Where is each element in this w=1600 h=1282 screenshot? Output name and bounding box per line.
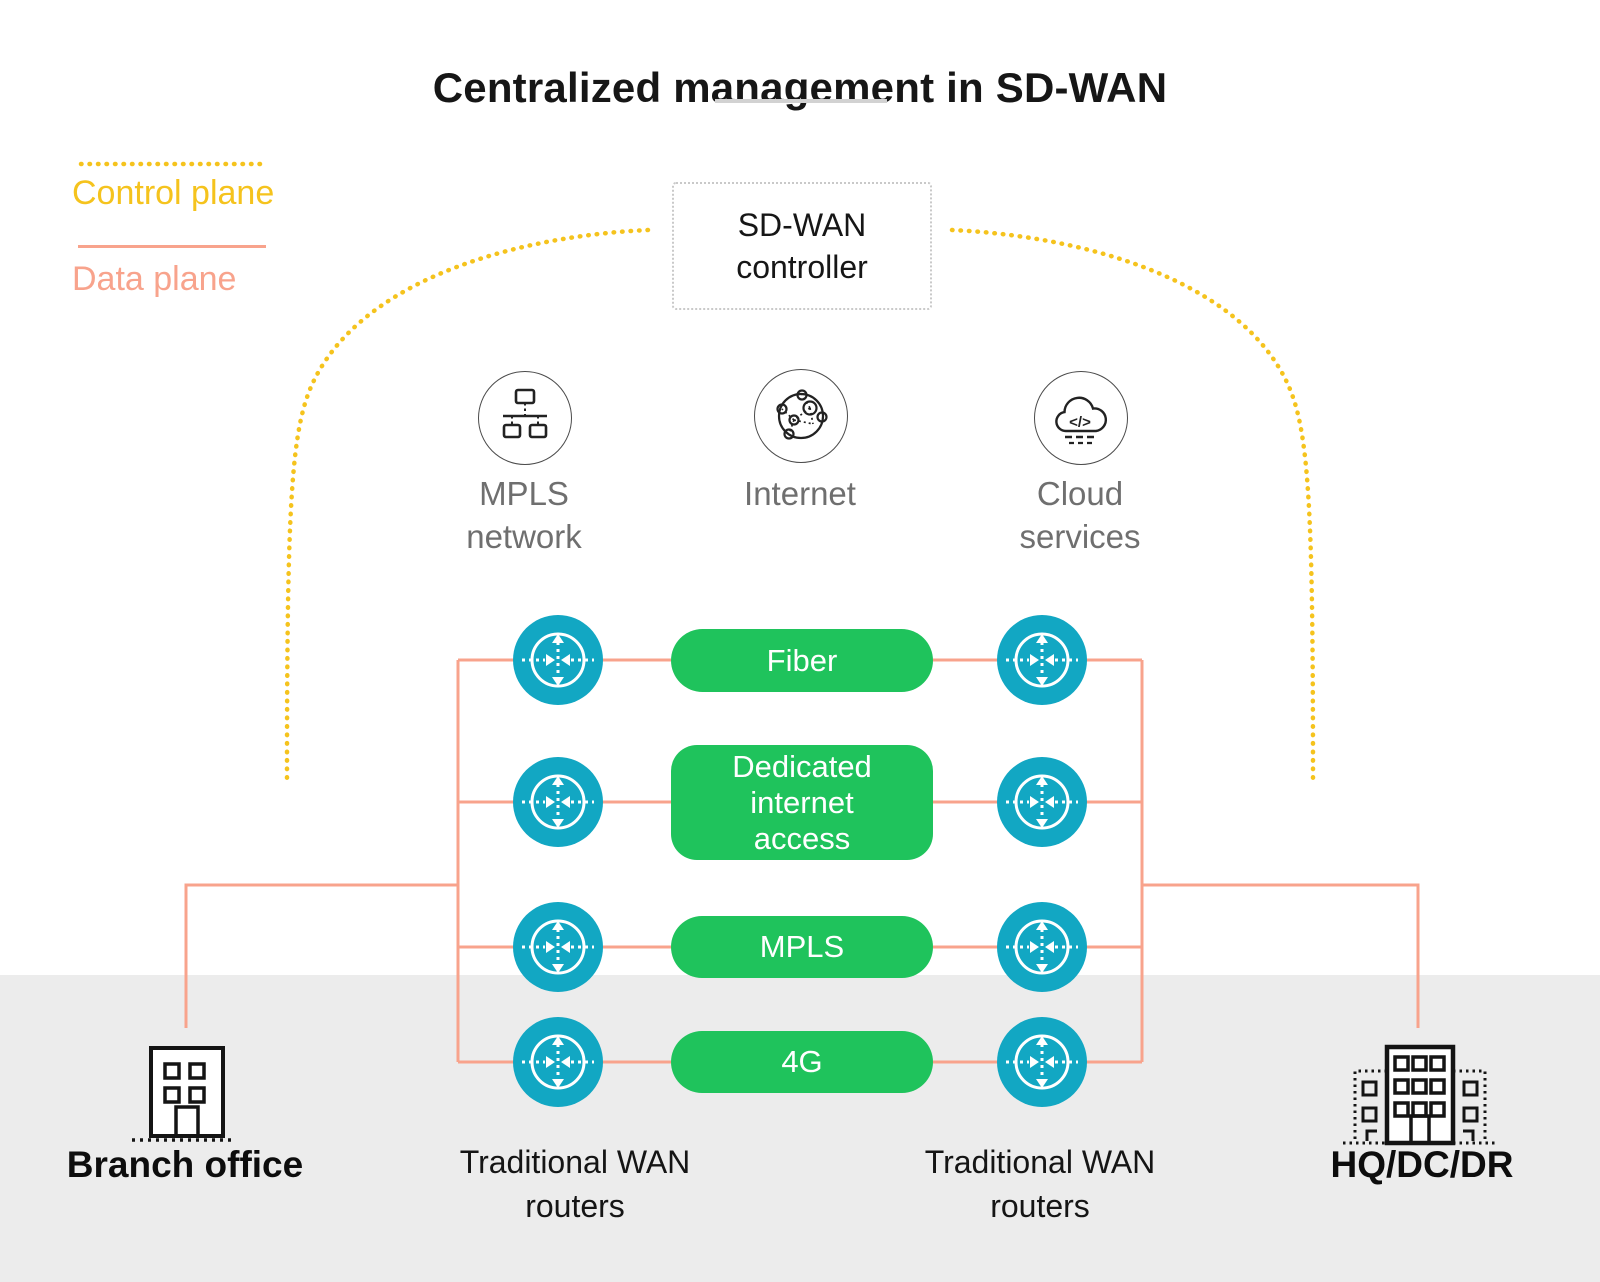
cloud-services-label: Cloud services <box>1019 475 1141 555</box>
campus-building-icon <box>1343 1044 1497 1146</box>
hq-dc-dr-label: HQ/DC/DR <box>1330 1144 1514 1185</box>
data-plane-lines <box>184 658 1420 1064</box>
wan-router-right-2 <box>997 757 1087 847</box>
wan-router-right-4 <box>997 1017 1087 1107</box>
svg-text:</>: </> <box>1069 414 1091 431</box>
sdwan-controller-box: SD-WAN controller <box>672 182 932 310</box>
control-plane-swatch <box>78 161 268 167</box>
mpls-network-label: MPLS network <box>466 475 582 555</box>
page-title: Centralized management in SD-WAN <box>432 64 1168 112</box>
lan-topology-icon <box>502 388 548 439</box>
traditional-wan-routers-right-label: Traditional WAN routers <box>924 1144 1156 1224</box>
bottom-gray-band <box>0 975 1600 1282</box>
cloud-services-node: </> <box>1034 371 1128 465</box>
link-4g: 4G <box>671 1031 933 1093</box>
branch-office-label: Branch office <box>66 1144 304 1185</box>
router-arrows-icon <box>1006 1034 1078 1090</box>
link-mpls: MPLS <box>671 916 933 978</box>
office-building-icon <box>132 1046 236 1142</box>
internet-node <box>754 369 848 463</box>
control-plane-lines <box>284 227 1316 783</box>
router-arrows-icon <box>522 1034 594 1090</box>
legend-data-plane-label: Data plane <box>72 260 237 298</box>
router-arrows-icon <box>522 774 594 830</box>
router-arrows-icon <box>1006 632 1078 688</box>
wan-router-left-2 <box>513 757 603 847</box>
traditional-wan-routers-left-label: Traditional WAN routers <box>459 1144 691 1224</box>
router-arrows-icon <box>1006 774 1078 830</box>
router-arrows-icon <box>522 919 594 975</box>
node-mesh-icon <box>776 389 828 440</box>
data-plane-swatch <box>78 245 266 248</box>
link-fiber: Fiber <box>671 629 933 692</box>
wan-router-left-3 <box>513 902 603 992</box>
router-arrows-icon <box>1006 919 1078 975</box>
title-underline <box>715 99 887 103</box>
mpls-network-node <box>478 371 572 465</box>
wan-router-left-1 <box>513 615 603 705</box>
cloud-code-icon: </> <box>1055 396 1108 445</box>
router-arrows-icon <box>522 632 594 688</box>
wan-router-right-3 <box>997 902 1087 992</box>
internet-label: Internet <box>744 475 856 512</box>
wan-router-left-4 <box>513 1017 603 1107</box>
link-dedicated-internet-access: Dedicated internet access <box>671 745 933 860</box>
legend-control-plane-label: Control plane <box>72 174 275 212</box>
wan-router-right-1 <box>997 615 1087 705</box>
